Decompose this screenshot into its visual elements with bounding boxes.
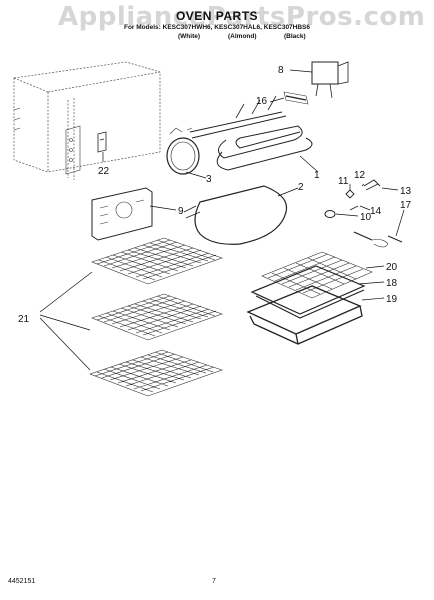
callout-10: 10: [360, 212, 372, 223]
watermark: AppliancePartsPros.com: [58, 2, 426, 32]
callout-14: 14: [370, 206, 382, 217]
part-17-meat-probe: [353, 209, 405, 248]
finish-black: (Black): [284, 33, 306, 40]
callout-9: 9: [178, 206, 184, 217]
callout-20: 20: [386, 262, 398, 273]
page-number: 7: [212, 578, 216, 585]
model-list: For Models: KESC307HWH6, KESC307HAL6, KE…: [123, 24, 311, 31]
document-number: 4452151: [8, 578, 36, 585]
callout-17: 17: [400, 200, 412, 211]
part-9-fan-cover: [91, 187, 177, 241]
oven-cavity-outline: [13, 61, 161, 180]
callout-labels: 8 16 1 3 22 2 11 12 13 14 10 9 17 20 18 …: [18, 65, 412, 325]
callout-16: 16: [256, 96, 268, 107]
part-22-bracket: [97, 131, 107, 162]
callout-3: 3: [206, 174, 212, 185]
callout-2: 2: [298, 182, 304, 193]
callout-8: 8: [278, 65, 284, 76]
callout-12: 12: [354, 170, 366, 181]
callout-18: 18: [386, 278, 398, 289]
page-title: OVEN PARTS: [175, 9, 259, 23]
callout-11: 11: [338, 176, 349, 187]
part-2-bake-element: [183, 185, 299, 245]
part-16-temperature-sensor: [269, 91, 309, 105]
callout-21: 21: [18, 314, 30, 325]
part-8-convection-motor: [289, 61, 349, 99]
part-21-oven-racks: [39, 237, 223, 397]
callout-13: 13: [400, 186, 412, 197]
callout-1: 1: [314, 170, 320, 181]
finish-white: (White): [178, 33, 201, 40]
finish-almond: (Almond): [228, 33, 257, 40]
broiler-pan-assembly: [246, 251, 385, 345]
part-1-broil-element: [189, 95, 319, 173]
callout-19: 19: [386, 294, 398, 305]
small-hardware-parts: [324, 179, 399, 218]
callout-22: 22: [98, 166, 110, 177]
part-3-convection-fan-ring: [166, 127, 207, 179]
